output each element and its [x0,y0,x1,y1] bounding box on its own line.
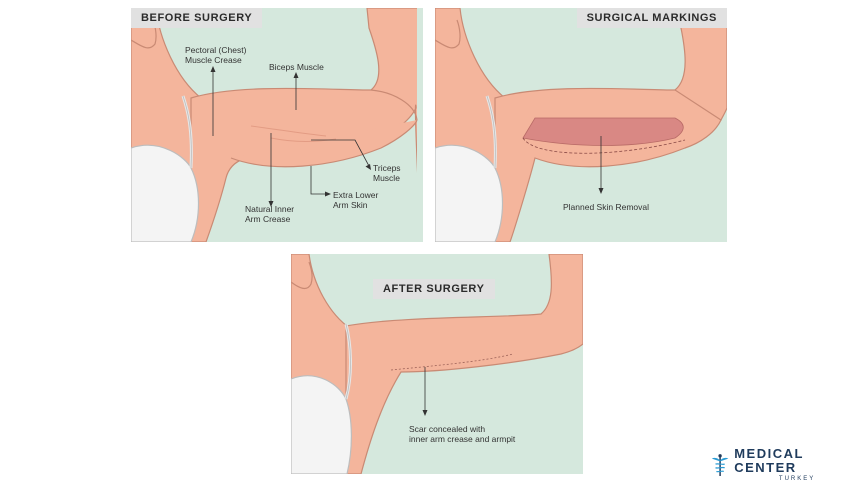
logo-name: MEDICAL CENTER [734,446,804,475]
medical-center-logo: MEDICAL CENTER TURKEY [710,447,860,483]
biceps-muscle-label: Biceps Muscle [269,62,324,72]
after-surgery-panel: AFTER SURGERY Scar concealed with inner … [291,254,583,474]
inner-arm-crease-label: Natural Inner Arm Crease [245,204,295,224]
caduceus-icon [711,454,729,477]
scar-concealed-label: Scar concealed with inner arm crease and… [409,424,516,444]
planned-skin-removal-label: Planned Skin Removal [563,202,649,212]
before-surgery-title: BEFORE SURGERY [131,8,263,28]
extra-arm-skin-label: Extra Lower Arm Skin [333,190,379,210]
pectoral-crease-label: Pectoral (Chest) Muscle Crease [185,45,247,65]
surgical-markings-panel: SURGICAL MARKINGS Planned Skin Removal [435,8,727,242]
logo-subtitle: TURKEY [778,476,816,482]
after-surgery-title: AFTER SURGERY [373,279,495,299]
before-surgery-panel: BEFORE SURGERY Pectoral (Chest) Muscle C… [131,8,423,242]
after-surgery-illustration [291,254,583,474]
surgical-markings-illustration [435,8,727,242]
triceps-muscle-label: Triceps Muscle [373,163,401,183]
before-surgery-illustration [131,8,423,242]
surgical-markings-title: SURGICAL MARKINGS [576,8,727,28]
